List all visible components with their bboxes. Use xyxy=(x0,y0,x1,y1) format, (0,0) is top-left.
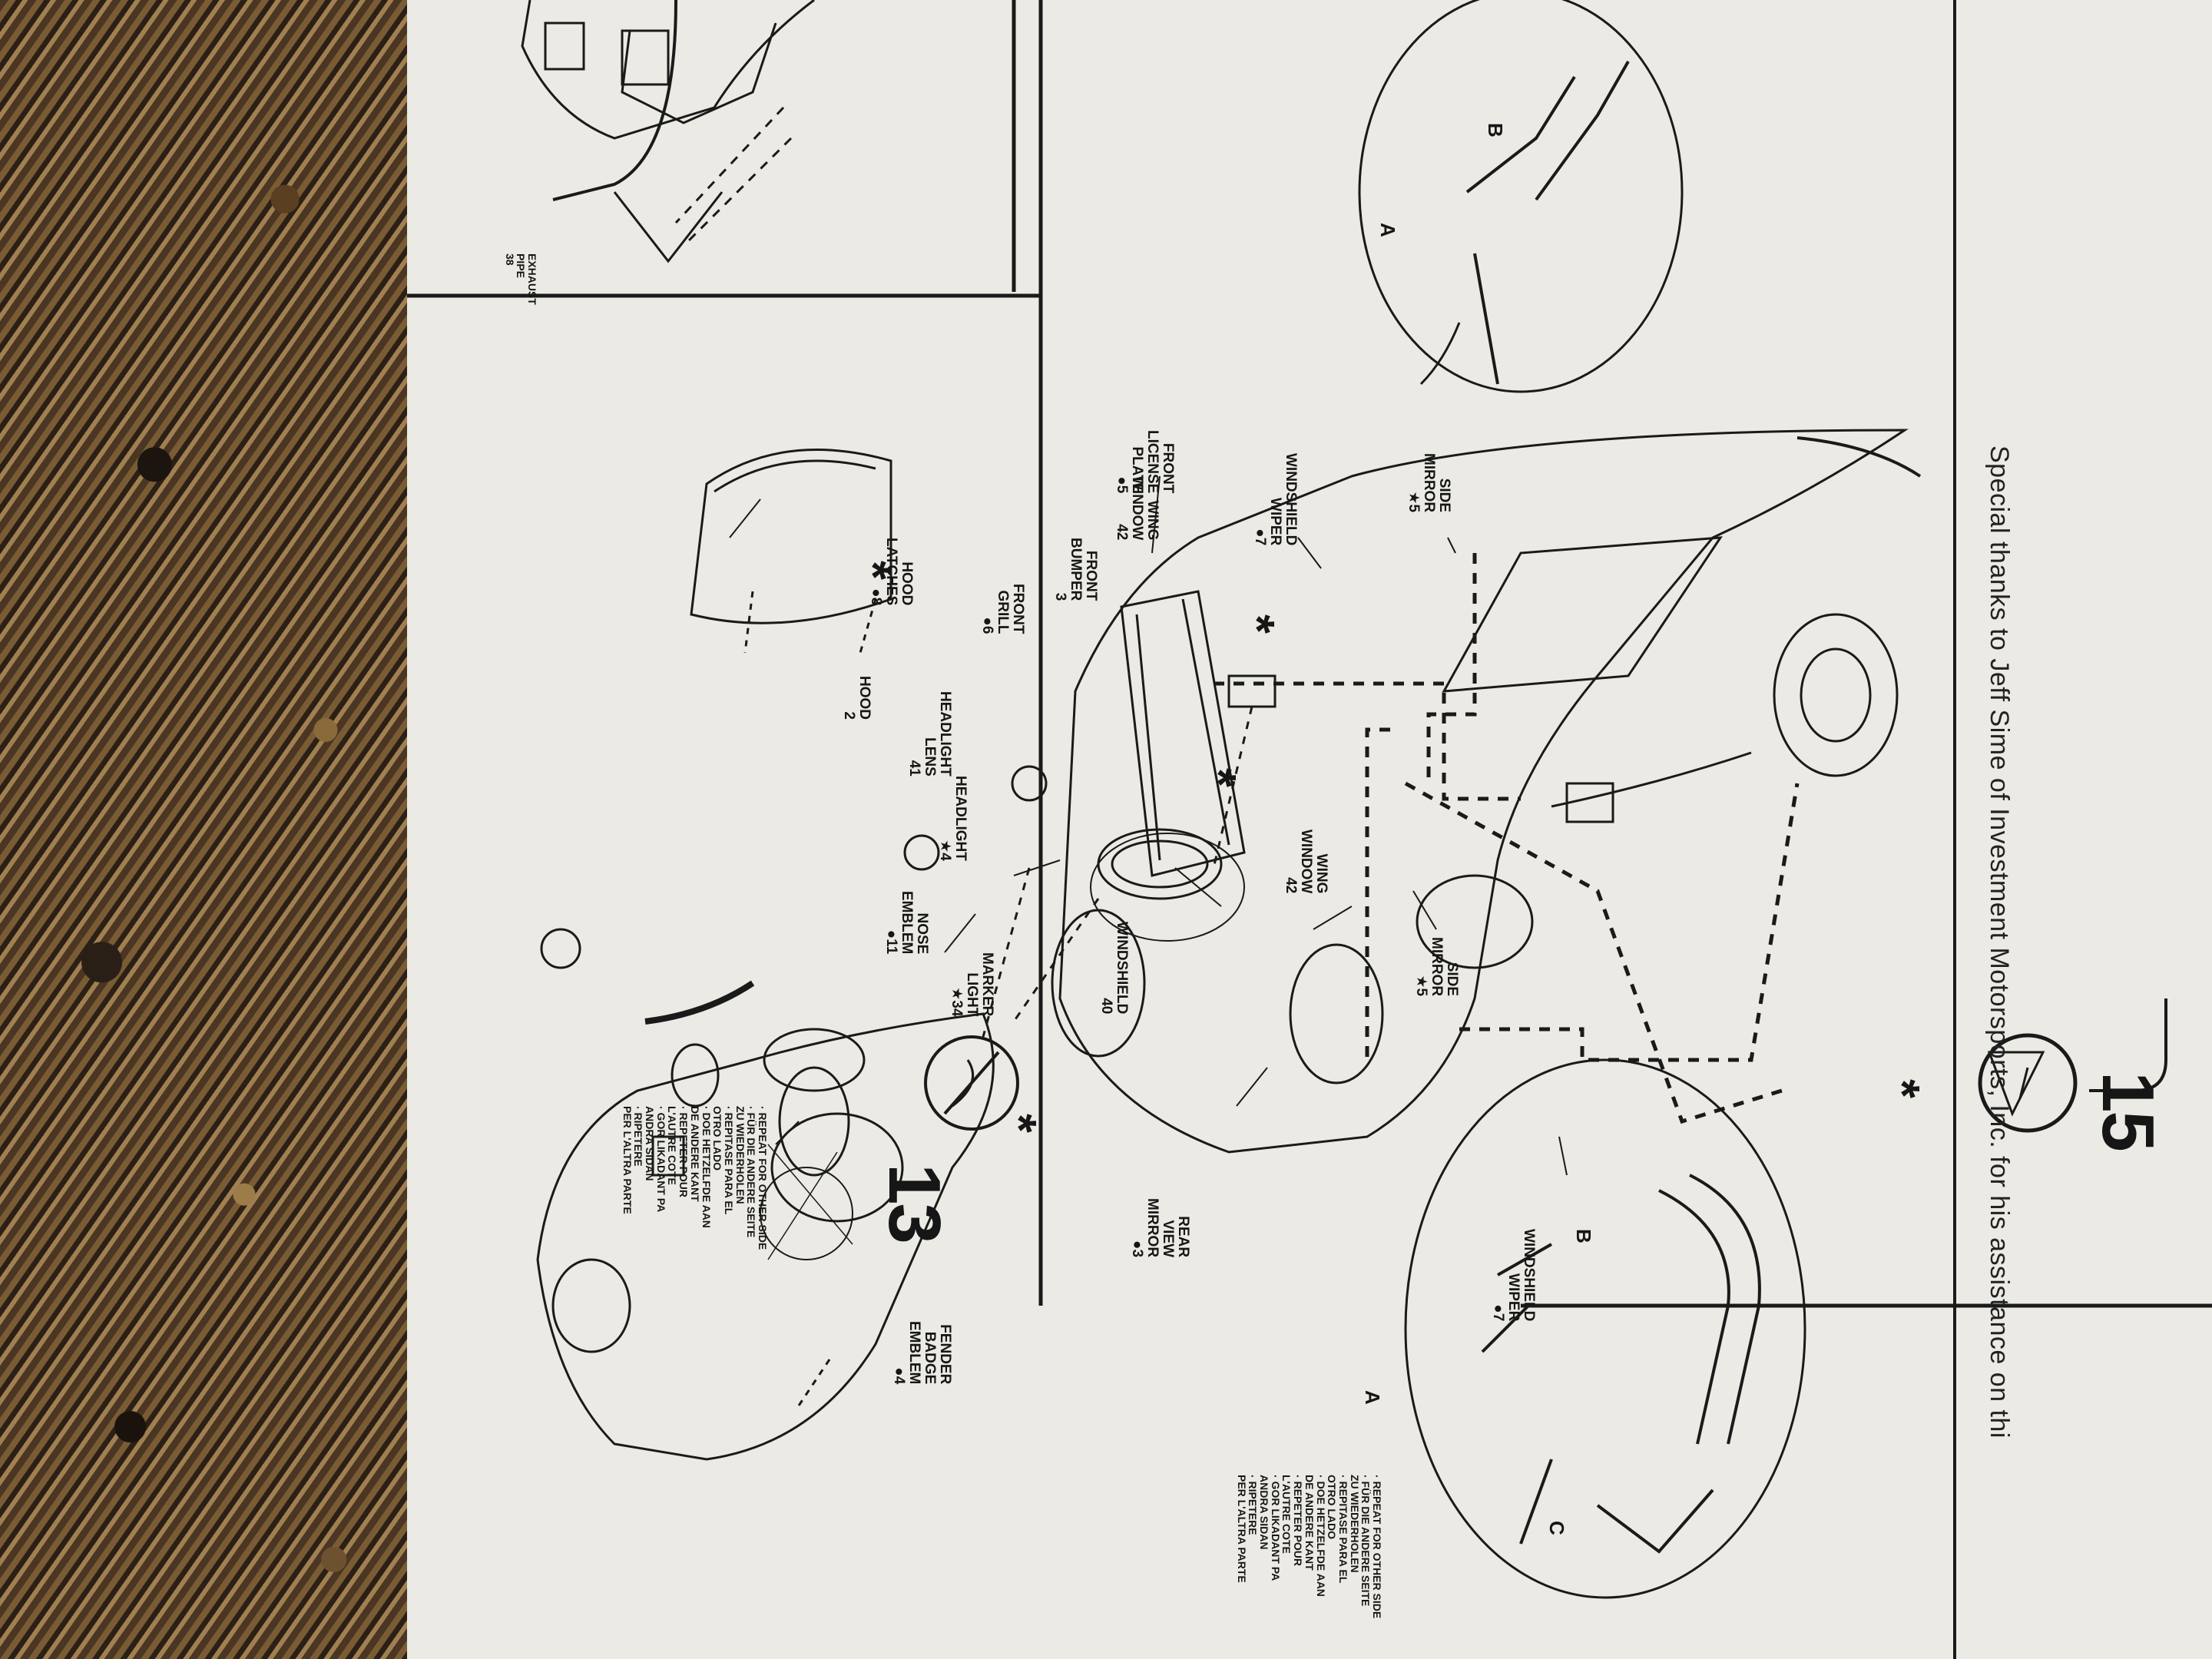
label-nose-emblem: NOSE EMBLEM ●11 xyxy=(883,891,930,955)
label-front-grill: FRONT GRILL ●6 xyxy=(979,584,1026,634)
detail-letter-a-left: A xyxy=(1376,223,1399,237)
detail-circle-bottom xyxy=(1404,1058,1806,1599)
glue-star-13-no: * xyxy=(992,1114,1047,1133)
label-side-mirror-bottom: SIDE MIRROR ★5 xyxy=(1413,937,1460,997)
detail-circle-left xyxy=(1358,0,1684,393)
label-fender-badge-emblem: FENDER BADGE EMBLEM ●4 xyxy=(891,1321,953,1385)
label-windshield: WINDSHIELD 40 xyxy=(1098,922,1130,1015)
label-wing-window-bottom: WING WINDOW 42 xyxy=(1283,830,1330,894)
glue-star-15: * xyxy=(1875,1079,1930,1098)
label-marker-light: MARKER LIGHT ★34 xyxy=(949,952,995,1017)
step13-hood xyxy=(690,448,892,654)
no-glue-symbol xyxy=(924,1035,1019,1131)
leader-lines xyxy=(729,475,1568,1176)
label-exhaust-pipe: EXHAUST PIPE 38 xyxy=(503,253,538,305)
repeat-note-bottom: · REPEAT FOR OTHER SIDE · FÜR DIE ANDERE… xyxy=(1235,1475,1383,1619)
glue-icon-step15 xyxy=(1978,1033,2078,1133)
label-windshield-wiper-top: WINDSHIELD WIPER ●7 xyxy=(1252,453,1299,546)
glue-star-15-wing-bottom: * xyxy=(1191,768,1247,787)
detail-letter-c-bottom: C xyxy=(1545,1521,1568,1535)
step14-car-fragment xyxy=(521,0,815,263)
detail-letter-b-bottom: B xyxy=(1572,1229,1595,1243)
label-hood: HOOD 2 xyxy=(841,676,873,720)
detail-letter-a-bottom: A xyxy=(1361,1390,1384,1405)
step-13-number: 13 xyxy=(873,1164,955,1243)
step15-windshield xyxy=(1120,590,1246,877)
detail-letter-b-left: B xyxy=(1484,123,1507,137)
label-headlight: HEADLIGHT ★4 xyxy=(937,776,969,861)
label-hood-latches: HOOD LATCHES ●8 xyxy=(868,538,915,606)
repeat-note-top: · REPEAT FOR OTHER SIDE · FÜR DIE ANDERE… xyxy=(621,1106,769,1250)
previous-page-fragment xyxy=(552,0,2167,1092)
label-front-bumper: FRONT BUMPER 3 xyxy=(1052,538,1099,601)
step15-car xyxy=(1058,429,1922,1154)
label-headlight-lens: HEADLIGHT LENS 41 xyxy=(906,691,953,777)
label-wing-window-top: WING WINDOW 42 xyxy=(1114,476,1161,541)
assembly-lines xyxy=(1214,553,1800,1124)
step13-car xyxy=(536,928,995,1461)
step-15-number: 15 xyxy=(2087,1071,2169,1151)
label-side-mirror-top: SIDE MIRROR ★5 xyxy=(1406,453,1452,513)
label-rear-view-mirror: REAR VIEW MIRROR ●3 xyxy=(1129,1198,1191,1258)
glue-star-15-wing-top: * xyxy=(1230,614,1285,634)
label-windshield-wiper-bottom: WINDSHIELD WIPER ●7 xyxy=(1490,1229,1537,1322)
special-thanks-text: Special thanks to Jeff Sime of Investmen… xyxy=(1985,445,2014,1439)
